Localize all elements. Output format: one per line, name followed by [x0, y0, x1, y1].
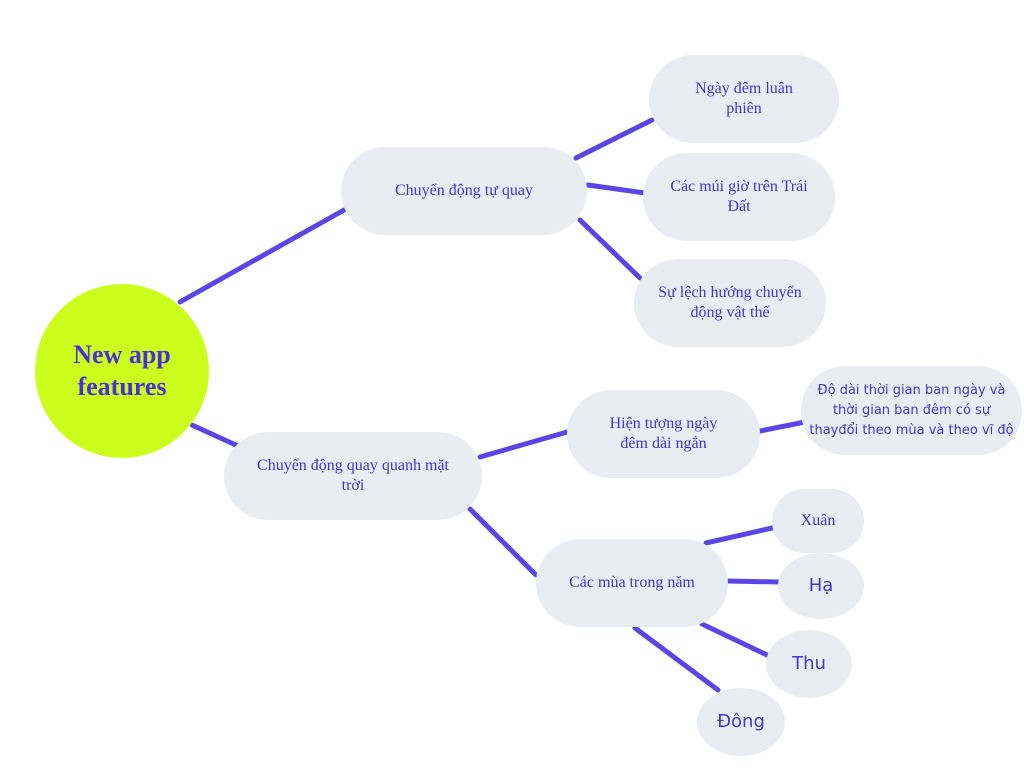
node-rotation-label: Chuyển động tự quay [395, 182, 533, 199]
edge-rotation-deflection [577, 217, 643, 281]
node-day-length-detail[interactable]: Độ dài thời gian ban ngày và thời gian b… [801, 366, 1022, 455]
node-deflection-label: Sự lệch hướng chuyển động vật thể [658, 284, 802, 321]
node-season-summer[interactable]: Hạ [778, 553, 864, 619]
edge-seasons-winter [632, 625, 721, 693]
node-day-night-alternation-label: Ngày đêm luân phiên [695, 80, 793, 117]
node-season-winter-label: Đông [717, 711, 765, 732]
edge-root-rotation [177, 207, 347, 305]
node-season-winter[interactable]: Đông [697, 688, 785, 756]
edge-rotation-time-zones [585, 182, 648, 196]
node-deflection[interactable]: Sự lệch hướng chuyển động vật thể [634, 259, 826, 347]
node-season-autumn-label: Thu [792, 653, 826, 674]
edge-root-revolution [189, 422, 241, 449]
node-day-length-label: Hiện tượng ngày đêm dài ngắn [609, 415, 718, 452]
node-season-spring-label: Xuân [800, 512, 836, 529]
node-season-summer-label: Hạ [808, 575, 834, 596]
node-day-night-alternation[interactable]: Ngày đêm luân phiên [649, 55, 839, 143]
node-revolution-label: Chuyển động quay quanh mặt trời [257, 457, 449, 494]
edge-seasons-autumn [699, 621, 770, 658]
edge-rotation-day-night [573, 117, 655, 161]
edge-seasons-summer [725, 578, 781, 585]
edge-day-length-detail [757, 419, 808, 434]
node-time-zones-label: Các múi giờ trên Trái Đất [670, 178, 808, 215]
node-day-length[interactable]: Hiện tượng ngày đêm dài ngắn [567, 390, 760, 478]
node-time-zones[interactable]: Các múi giờ trên Trái Đất [643, 153, 835, 241]
node-seasons[interactable]: Các mùa trong năm [536, 539, 728, 627]
root-node-label: New app features [73, 340, 171, 401]
node-seasons-label: Các mùa trong năm [569, 574, 695, 591]
root-node[interactable]: New app features [35, 284, 209, 458]
node-rotation[interactable]: Chuyển động tự quay [341, 147, 587, 235]
edge-seasons-spring [703, 525, 775, 546]
node-season-spring[interactable]: Xuân [772, 489, 864, 553]
node-revolution[interactable]: Chuyển động quay quanh mặt trời [224, 432, 482, 520]
edge-revolution-seasons [467, 506, 539, 578]
edge-revolution-day-length [477, 429, 570, 460]
node-season-autumn[interactable]: Thu [766, 630, 852, 698]
node-day-length-detail-label: Độ dài thời gian ban ngày và thời gian b… [809, 382, 1014, 438]
